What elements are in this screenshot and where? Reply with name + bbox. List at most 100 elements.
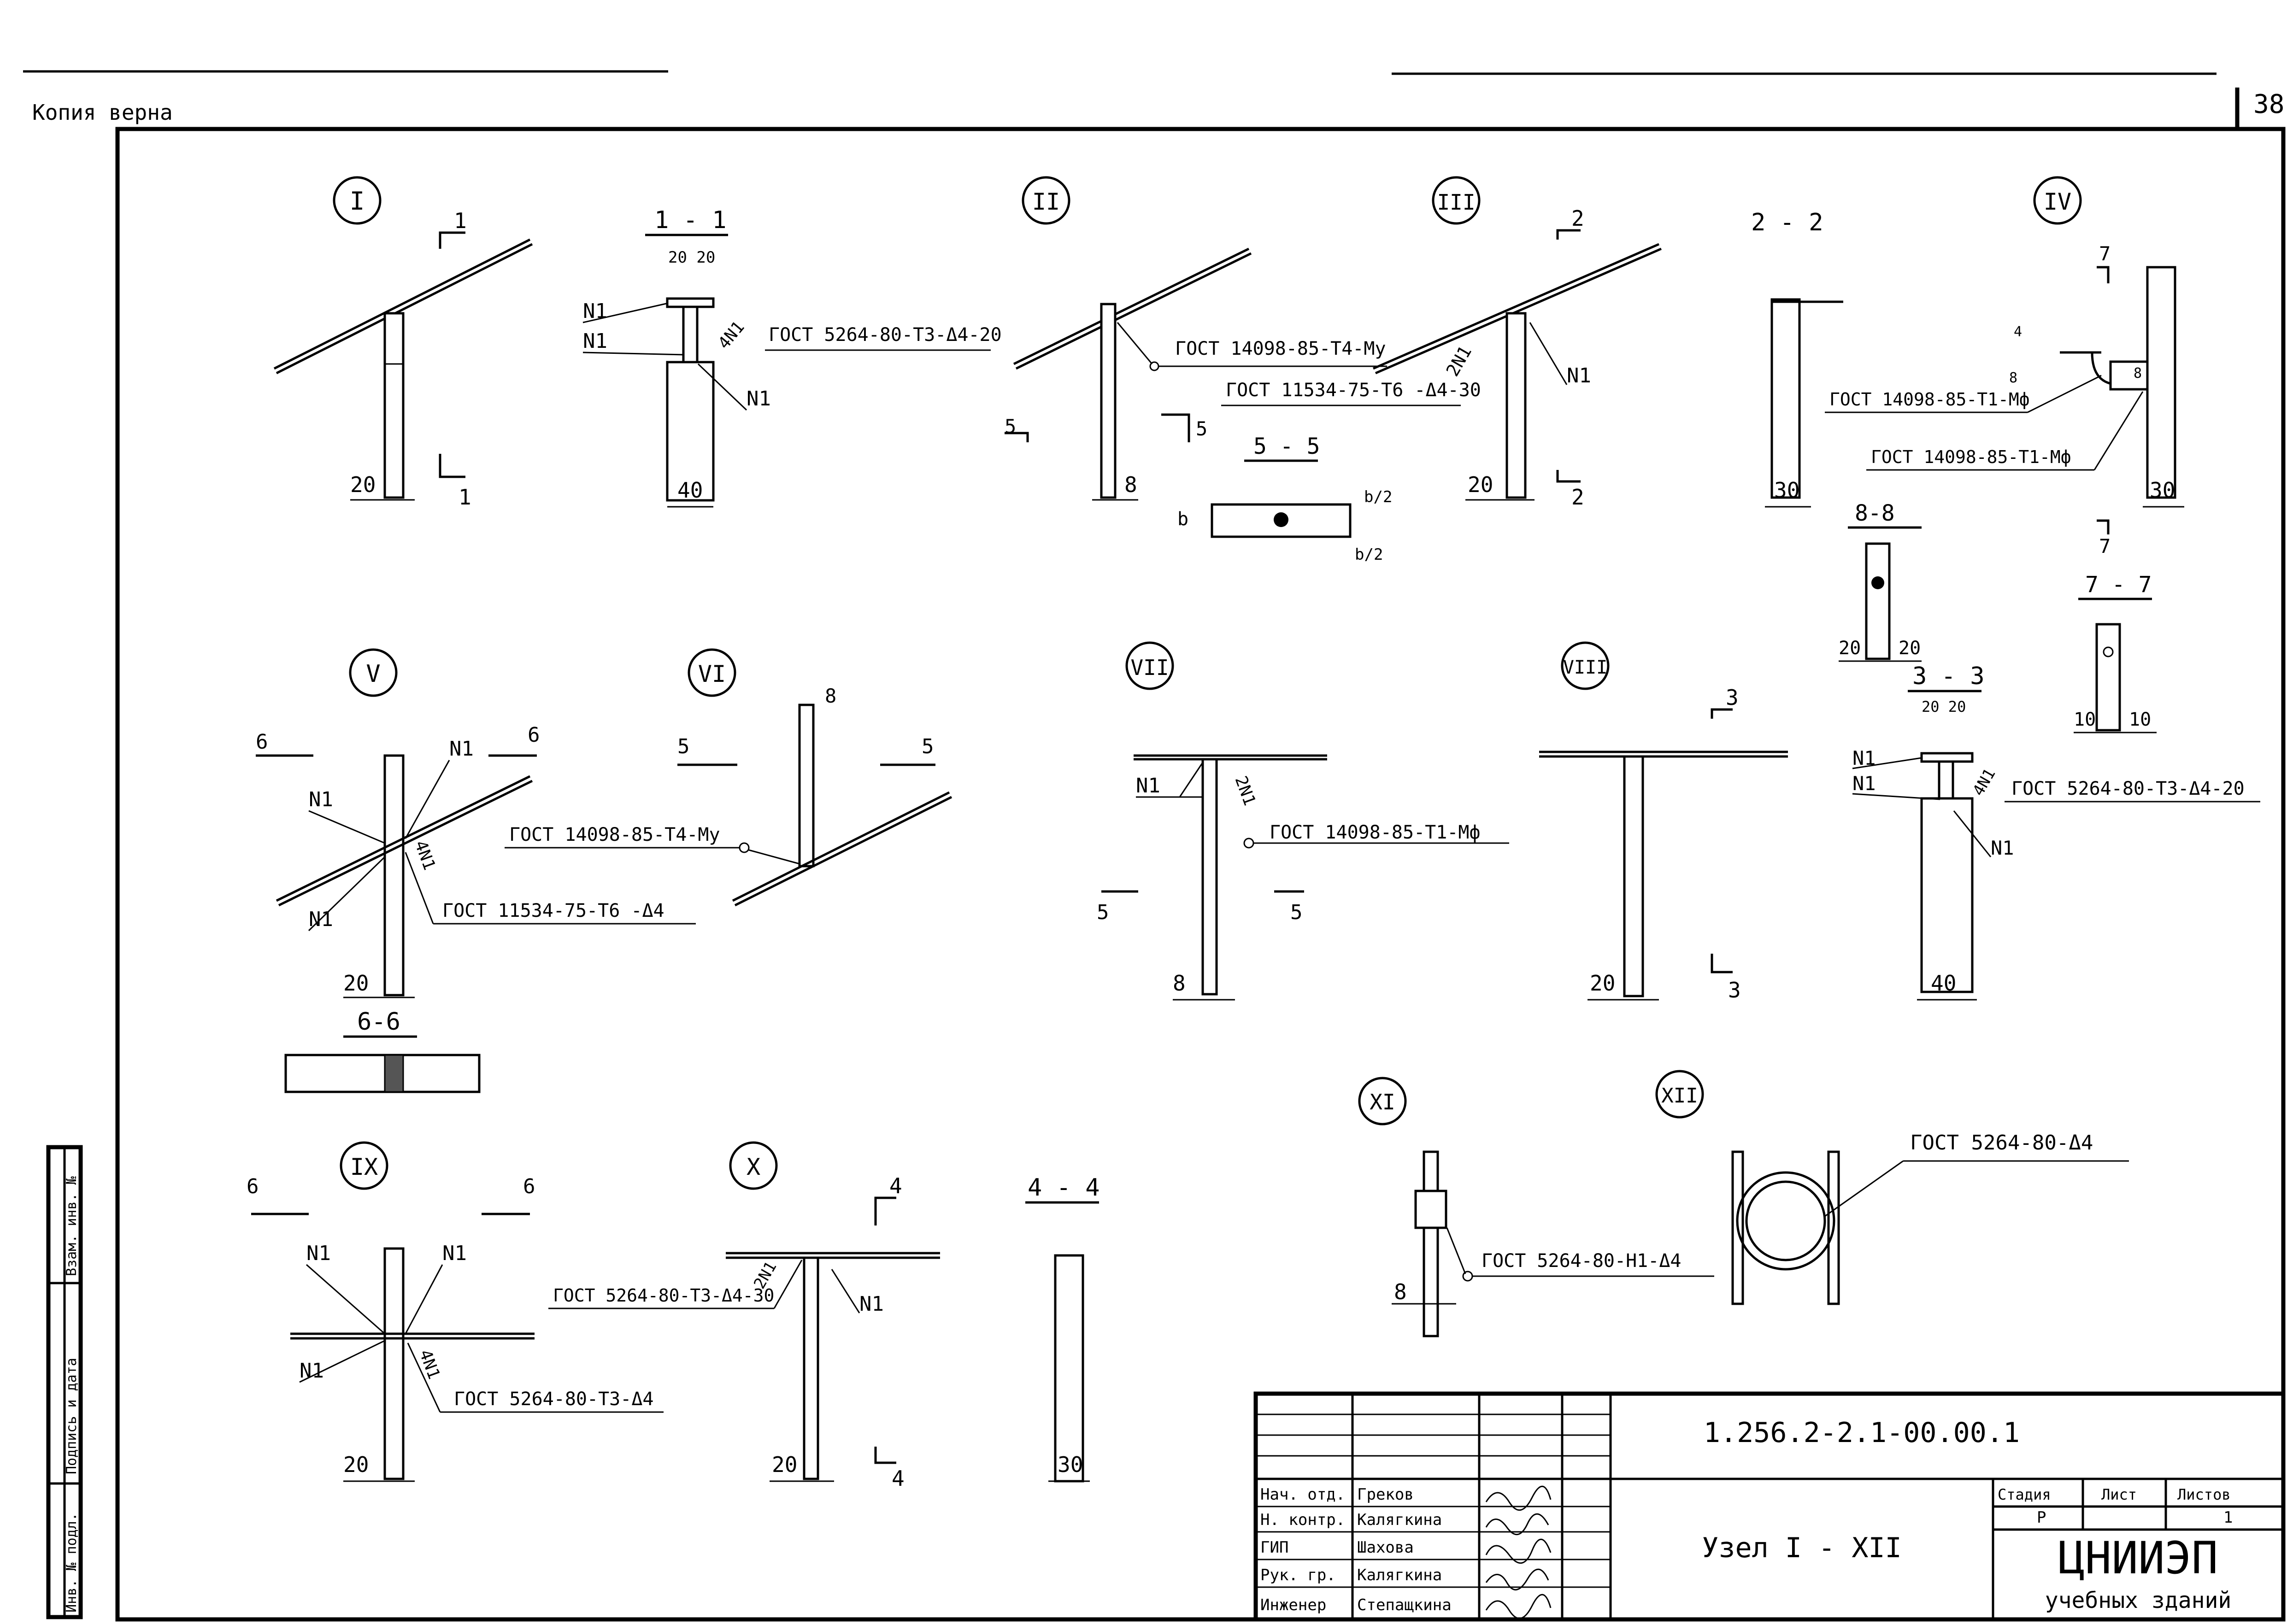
cut-mark-7-bottom: 7 — [2099, 535, 2111, 557]
signature-name-3: Шахова — [1357, 1538, 1414, 1557]
node-VIII-width-dim: 20 — [1590, 971, 1615, 996]
node-IV: IV 7 7 4 8 8 ГОСТ 14098-85-Т1-Мф ГОСТ 14… — [1825, 176, 2184, 557]
section-2-2-width-dim: 30 — [1774, 478, 1799, 503]
node-VII-label: VII — [1130, 655, 1169, 680]
node-VI-gost: ГОСТ 14098-85-Т4-Му — [509, 824, 720, 845]
col-sheets: Листов — [2177, 1486, 2231, 1503]
node-IV-weld-a: 4 — [2014, 324, 2022, 340]
section-3-3-width-dim: 40 — [1931, 971, 1956, 996]
sheet-corner-number: 38 — [2253, 89, 2284, 119]
section-3-3-part-3: N1 — [1991, 837, 2014, 859]
signature-role-5: Инженер — [1260, 1596, 1326, 1614]
sheet-header: Копия верна 38 — [23, 70, 2284, 129]
section-4-4: 4 - 4 30 — [1025, 1174, 1100, 1483]
node-III-part: N1 — [1567, 364, 1591, 387]
col-stage: Стадия — [1998, 1486, 2051, 1503]
signature-name-5: Степащкина — [1357, 1596, 1452, 1614]
node-VI: VI 8 5 5 ГОСТ 14098-85-Т4-Му — [505, 648, 952, 907]
section-3-3-title: 3 - 3 — [1912, 662, 1985, 690]
node-XI-label: XI — [1370, 1090, 1395, 1114]
sheets-value: 1 — [2223, 1508, 2233, 1527]
section-6-6-title: 6-6 — [357, 1008, 400, 1036]
section-5-5: 5 - 5 b b/2 b/2 — [1177, 434, 1392, 564]
section-4-4-title: 4 - 4 — [1028, 1174, 1100, 1202]
node-II: II ГОСТ 14098-85-Т4-Му ГОСТ 11534-75-Т6 … — [1005, 176, 1481, 501]
cut-mark-4-top: 4 — [889, 1173, 902, 1198]
section-4-4-width-dim: 30 — [1058, 1452, 1083, 1477]
cut-mark-3-top: 3 — [1726, 685, 1739, 710]
node-XII-label: XII — [1661, 1084, 1698, 1108]
node-III-weld-mark: 2N1 — [1442, 342, 1476, 380]
node-V-width-dim: 20 — [343, 971, 369, 996]
node-I-label: I — [350, 187, 365, 216]
node-IX: IX 6 6 N1 N1 N1 4N1 ГОСТ 5264-80-Т3-Δ4 2… — [247, 1141, 664, 1482]
section-6-6: 6-6 — [284, 1008, 481, 1093]
cut-mark-4-bottom: 4 — [892, 1466, 905, 1491]
doc-number: 1.256.2-2.1-00.00.1 — [1704, 1417, 2020, 1449]
node-VIII-label: VIII — [1563, 657, 1607, 678]
node-IX-part-3: N1 — [300, 1359, 324, 1383]
node-X-width-dim: 20 — [772, 1452, 797, 1477]
node-I: I 1 1 20 — [273, 176, 533, 510]
node-V-weld-mark: 4N1 — [411, 838, 439, 873]
cut-mark-5-vii-right: 5 — [1290, 901, 1303, 924]
node-IV-gost-2: ГОСТ 14098-85-Т1-Мф — [1871, 447, 2071, 467]
node-XII: XII ГОСТ 5264-80-Δ4 — [1655, 1070, 2129, 1305]
section-3-3-dims: 20 20 — [1922, 698, 1966, 715]
section-7-7-dim-l: 10 — [2074, 709, 2096, 730]
node-IX-label: IX — [350, 1154, 378, 1180]
signature-scribble-3 — [1485, 1538, 1552, 1564]
cut-mark-1-bottom: 1 — [459, 485, 471, 510]
section-1-1-width-dim: 40 — [677, 478, 703, 503]
node-V-part-2: N1 — [449, 737, 474, 761]
node-VII-gost: ГОСТ 14098-85-Т1-Мф — [1270, 822, 1481, 843]
node-VIII: VIII 3 3 20 — [1539, 641, 1788, 1003]
section-7-7-dim-r: 10 — [2129, 709, 2151, 730]
section-3-3-part-2: N1 — [1852, 772, 1876, 795]
node-VI-label: VI — [698, 661, 726, 687]
node-IV-gost-1: ГОСТ 14098-85-Т1-Мф — [1829, 389, 2030, 410]
section-1-1-weld-mark: 4N1 — [714, 318, 748, 353]
node-IX-part-1: N1 — [306, 1242, 331, 1265]
node-III: III 2 2 2N1 N1 20 — [1373, 176, 1662, 510]
drawing-title: Узел I - XII — [1702, 1532, 1901, 1564]
section-7-7-title: 7 - 7 — [2085, 572, 2152, 598]
section-2-2-title: 2 - 2 — [1751, 209, 1823, 236]
node-VII-weld-mark: 2N1 — [1231, 774, 1259, 808]
cut-mark-2-top: 2 — [1571, 206, 1584, 231]
signature-role-3: ГИП — [1260, 1538, 1288, 1557]
section-8-8: 8-8 20 20 — [1839, 500, 1922, 662]
node-XI: XI ГОСТ 5264-80-Н1-Δ4 8 — [1358, 1077, 1714, 1337]
node-IV-label: IV — [2044, 188, 2071, 215]
cut-mark-5-vii-left: 5 — [1097, 901, 1109, 924]
node-V: V 6 6 N1 N1 N1 4N1 ГОСТ 11534-75-Т6 -Δ4 … — [256, 648, 696, 998]
node-IV-width-dim: 30 — [2150, 478, 2175, 503]
node-III-width-dim: 20 — [1468, 472, 1493, 497]
section-1-1-gost: ГОСТ 5264-80-Т3-Δ4-20 — [769, 324, 1002, 346]
cut-mark-6-ix-left: 6 — [247, 1175, 259, 1198]
node-IX-weld-mark: 4N1 — [416, 1347, 444, 1382]
signature-scribble-2 — [1485, 1513, 1549, 1536]
left-strip-vzam-inv: Взам. инв. № — [64, 1176, 80, 1276]
copy-note: Копия верна — [32, 100, 173, 125]
section-1-1: 1 - 1 20 20 N1 N1 N1 4N1 ГОСТ 5264-80-Т3… — [582, 206, 1002, 508]
cut-mark-5-right: 5 — [1196, 417, 1207, 440]
node-V-gost: ГОСТ 11534-75-Т6 -Δ4 — [442, 900, 664, 921]
section-3-3: 3 - 3 20 20 N1 N1 N1 4N1 ГОСТ 5264-80-Т3… — [1852, 662, 2260, 1001]
signature-scribble-1 — [1485, 1485, 1552, 1511]
node-VII: VII N1 2N1 ГОСТ 14098-85-Т1-Мф 5 5 8 — [1097, 641, 1509, 1001]
col-sheet: Лист — [2101, 1486, 2137, 1503]
signature-name-4: Калягкина — [1357, 1566, 1442, 1584]
signature-name-1: Греков — [1357, 1485, 1414, 1504]
node-X-gost: ГОСТ 5264-80-Т3-Δ4-30 — [553, 1285, 774, 1306]
node-V-part-1: N1 — [309, 788, 333, 811]
section-1-1-part-mid: N1 — [583, 329, 607, 353]
node-II-gost-1: ГОСТ 14098-85-Т4-Му — [1175, 338, 1386, 359]
node-I-width-dim: 20 — [350, 472, 376, 497]
stage-value: Р — [2037, 1508, 2046, 1527]
section-5-5-title: 5 - 5 — [1253, 434, 1320, 459]
cut-mark-6-right: 6 — [528, 723, 540, 747]
node-X: X 4 4 ГОСТ 5264-80-Т3-Δ4-30 2N1 N1 20 — [548, 1141, 940, 1491]
section-1-1-part-right: N1 — [747, 387, 771, 410]
